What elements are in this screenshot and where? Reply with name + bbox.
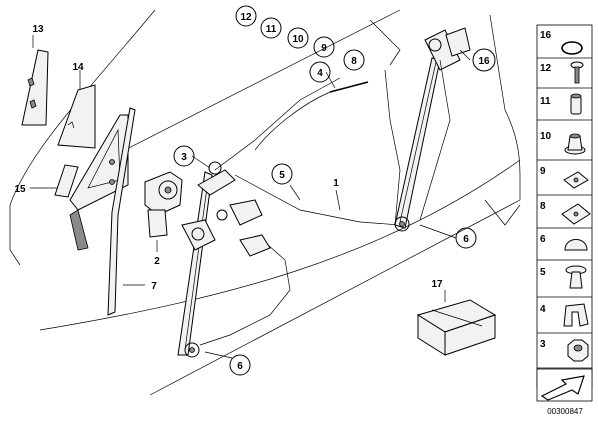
- guide-rail-7: [107, 107, 145, 316]
- callout-10: 10: [287, 27, 309, 49]
- motor-2: [144, 171, 183, 252]
- callout-2: 2: [154, 256, 160, 267]
- legend-row-8: 8: [540, 201, 591, 225]
- callout-7: 7: [151, 281, 157, 292]
- legend-row-3: 3: [540, 339, 589, 362]
- front-regulator: [177, 77, 401, 358]
- legend-row-12: 12: [540, 61, 584, 84]
- svg-text:5: 5: [540, 267, 546, 278]
- door-outline: [9, 9, 521, 396]
- rear-regulator-1: [384, 29, 461, 232]
- callout-11: 11: [260, 17, 282, 39]
- svg-text:16: 16: [540, 30, 552, 41]
- legend-row-9: 9: [540, 166, 589, 189]
- legend-row-16: 16: [540, 30, 583, 55]
- triangle-glass-14: [57, 70, 96, 149]
- svg-text:6: 6: [237, 361, 243, 372]
- direction-arrow-icon: [536, 368, 593, 402]
- felt-strip-15: [30, 164, 79, 198]
- corner-trim-13: [21, 35, 49, 126]
- callout-5: 5: [271, 163, 293, 185]
- callout-14: 14: [72, 62, 84, 73]
- callout-4: 4: [309, 61, 331, 83]
- hex-nut-icon: [567, 339, 589, 362]
- svg-text:11: 11: [540, 96, 551, 107]
- callout-6-bottom: 6: [229, 354, 251, 376]
- callout-12: 12: [235, 5, 257, 27]
- sleeve-icon: [570, 93, 582, 115]
- spring-clip-icon: [563, 303, 589, 327]
- parts-legend: [536, 24, 593, 388]
- document-number: 00300847: [547, 407, 583, 416]
- svg-text:6: 6: [463, 234, 469, 245]
- clip-plate-icon: [563, 171, 589, 189]
- svg-text:9: 9: [321, 43, 327, 54]
- svg-text:11: 11: [266, 24, 277, 35]
- callout-15: 15: [14, 184, 26, 195]
- callout-8: 8: [343, 49, 365, 71]
- callout-3: 3: [173, 145, 195, 167]
- callout-16: 16: [472, 48, 496, 72]
- callout-6-right: 6: [455, 227, 477, 249]
- expanding-rivet-icon: [565, 265, 587, 289]
- callout-17: 17: [431, 279, 443, 290]
- callout-13: 13: [32, 24, 44, 35]
- box-17: [416, 290, 497, 356]
- svg-text:12: 12: [240, 12, 252, 23]
- svg-text:8: 8: [540, 201, 546, 212]
- ring-seal-icon: [561, 41, 583, 55]
- legend-row-10: 10: [540, 131, 586, 155]
- callout-1: 1: [333, 178, 339, 189]
- callout-9: 9: [313, 36, 335, 58]
- svg-text:16: 16: [478, 56, 490, 67]
- plug-cap-icon: [564, 239, 588, 251]
- legend-row-4: 4: [540, 303, 589, 327]
- cable-sleeve-4: [254, 81, 369, 151]
- leader-lines: [191, 49, 471, 359]
- svg-text:9: 9: [540, 166, 546, 177]
- screw-icon: [570, 61, 584, 84]
- svg-text:4: 4: [317, 68, 323, 79]
- svg-text:8: 8: [351, 56, 357, 67]
- legend-row-5: 5: [540, 265, 587, 289]
- svg-text:3: 3: [540, 339, 546, 350]
- clip-16-mounted: [445, 27, 471, 57]
- svg-text:6: 6: [540, 234, 546, 245]
- svg-text:10: 10: [292, 34, 304, 45]
- svg-text:4: 4: [540, 304, 546, 315]
- svg-text:5: 5: [279, 170, 285, 181]
- svg-text:10: 10: [540, 131, 552, 142]
- svg-text:3: 3: [181, 152, 187, 163]
- legend-row-11: 11: [540, 93, 582, 115]
- svg-text:12: 12: [540, 63, 552, 74]
- grommet-icon: [564, 133, 586, 155]
- legend-row-6: 6: [540, 234, 588, 251]
- clip-plate-icon: [561, 203, 591, 225]
